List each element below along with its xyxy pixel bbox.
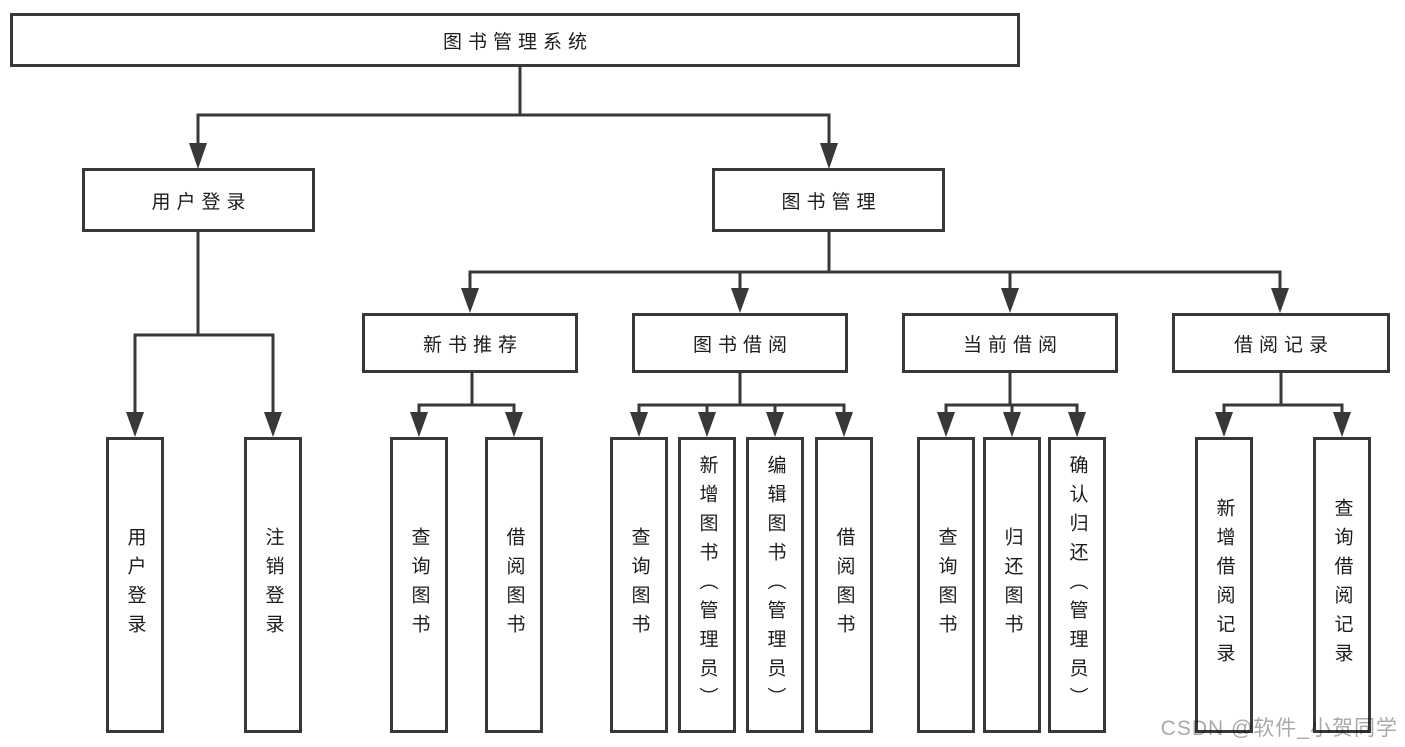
node-label: 查询借阅记录 [1331,498,1353,672]
node-label: 借阅图书 [833,527,855,643]
arrowhead-icon [820,143,838,169]
node-book-borrowing: 图书借阅 [632,313,848,373]
node-label: 确认归还（管理员） [1066,454,1088,716]
arrowhead-icon [461,288,479,313]
leaf-newbook-query-books: 查询图书 [390,437,448,733]
node-label: 编辑图书（管理员） [764,454,786,716]
arrowhead-icon [1333,412,1351,437]
arrowhead-icon [1271,288,1289,313]
arrowhead-icon [1215,412,1233,437]
node-new-book-recommend: 新书推荐 [362,313,578,373]
leaf-record-add-borrow-record: 新增借阅记录 [1195,437,1253,733]
node-label: 归还图书 [1001,527,1023,643]
leaf-logout: 注销登录 [244,437,302,733]
arrowhead-icon [630,412,648,437]
leaf-current-confirm-return-admin: 确认归还（管理员） [1048,437,1106,733]
leaf-borrow-borrow-books: 借阅图书 [815,437,873,733]
arrowhead-icon [937,412,955,437]
leaf-borrow-edit-books-admin: 编辑图书（管理员） [746,437,804,733]
connector-bookborrow-to-leaves [637,371,846,416]
leaf-borrow-add-books-admin: 新增图书（管理员） [678,437,736,733]
node-label: 用户登录 [124,527,146,643]
arrowhead-icon [835,412,853,437]
arrowhead-icon [264,412,282,437]
leaf-newbook-borrow-books: 借阅图书 [485,437,543,733]
arrowhead-icon [1003,412,1021,437]
node-borrowing-records: 借阅记录 [1172,313,1390,373]
connector-currentborrow-to-leaves [944,371,1079,416]
arrowhead-icon [766,412,784,437]
node-current-borrowing: 当前借阅 [902,313,1118,373]
arrowhead-icon [731,288,749,313]
connector-newbook-to-leaves [417,371,516,416]
node-label: 借阅图书 [503,527,525,643]
connector-bookmgmt-to-level3 [468,230,1282,293]
node-label: 注销登录 [262,527,284,643]
leaf-user-login: 用户登录 [106,437,164,733]
node-label: 查询图书 [935,527,957,643]
connector-root-to-level2 [196,65,831,148]
connector-borrowrecord-to-leaves [1222,371,1344,416]
node-root: 图书管理系统 [10,13,1020,67]
arrowhead-icon [1068,412,1086,437]
connector-userlogin-to-leaves [133,230,275,416]
arrowhead-icon [126,412,144,437]
node-label: 查询图书 [628,527,650,643]
arrowhead-icon [505,412,523,437]
leaf-borrow-query-books: 查询图书 [610,437,668,733]
arrowhead-icon [1001,288,1019,313]
leaf-current-return-books: 归还图书 [983,437,1041,733]
leaf-record-query-borrow-record: 查询借阅记录 [1313,437,1371,733]
arrowhead-icon [410,412,428,437]
leaf-current-query-books: 查询图书 [917,437,975,733]
node-label: 新增借阅记录 [1213,498,1235,672]
node-book-management: 图书管理 [712,168,945,232]
node-user-login: 用户登录 [82,168,315,232]
arrowhead-icon [189,143,207,169]
csdn-watermark: CSDN @软件_小贺同学 [1160,717,1398,740]
node-label: 查询图书 [408,527,430,643]
node-label: 新增图书（管理员） [696,454,718,716]
arrowhead-icon [698,412,716,437]
